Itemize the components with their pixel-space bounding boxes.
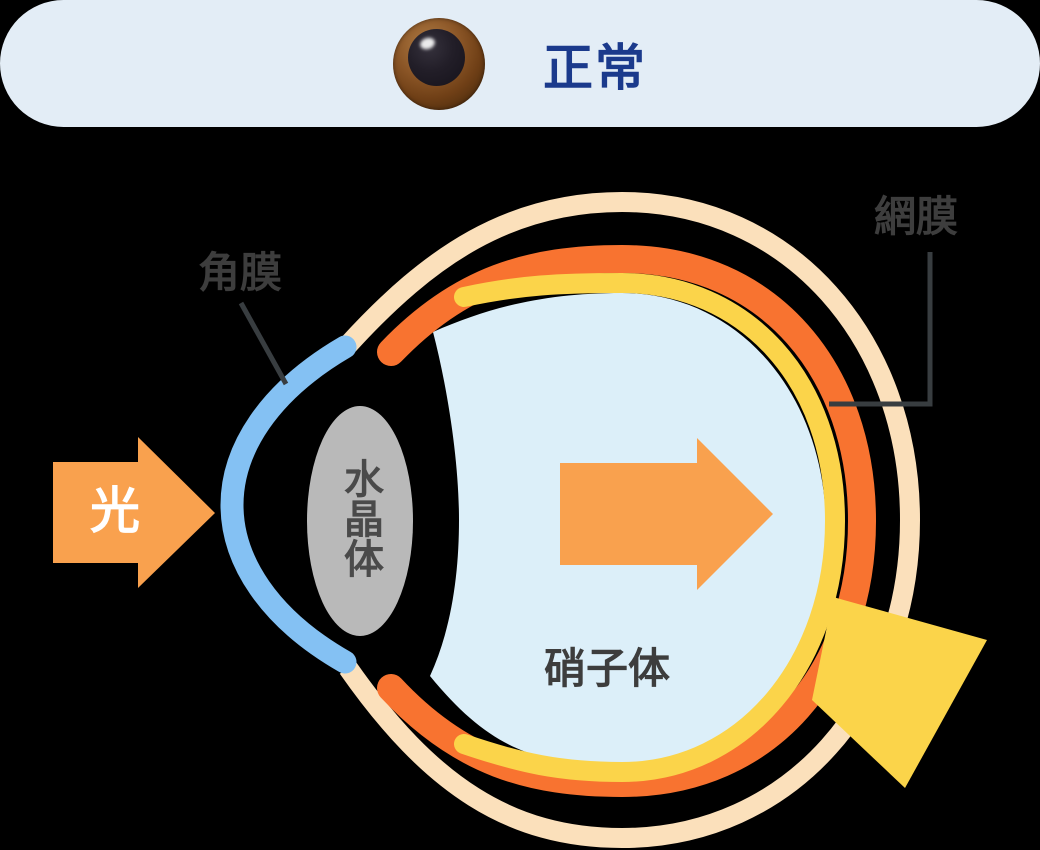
cornea-pointer-line — [238, 301, 289, 386]
sclera-ring — [339, 191, 921, 849]
vitreous-label: 硝子体 — [544, 645, 671, 692]
lens-label: 水晶体 — [338, 458, 382, 578]
page-title: 正常 — [543, 39, 647, 96]
light-arrow — [53, 437, 215, 588]
header-banner: 正常 — [0, 0, 1040, 127]
focus-arrow — [560, 438, 773, 590]
light-arrow-label: 光 — [90, 483, 140, 539]
choroid-ring — [377, 244, 877, 798]
lens-shape — [307, 406, 413, 636]
retina-pointer-line — [829, 252, 933, 407]
optic-nerve-wedge — [812, 597, 987, 788]
retina-label: 網膜 — [874, 193, 959, 240]
cornea-label: 角膜 — [198, 249, 283, 296]
cornea-arc — [220, 335, 357, 674]
eye-pupil — [407, 29, 465, 87]
retina-ring — [454, 272, 846, 783]
eye-iris-icon — [393, 17, 485, 110]
